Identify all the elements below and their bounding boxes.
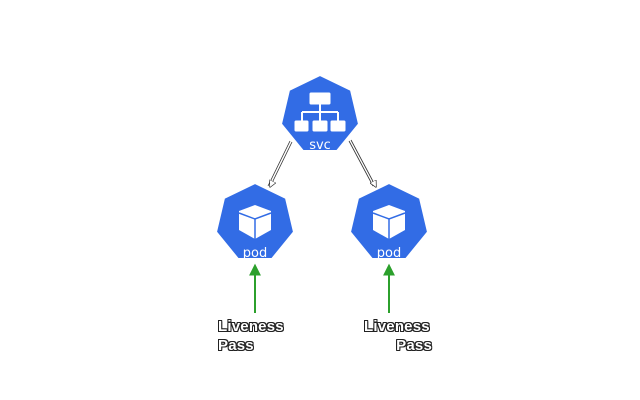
edge-svc-to-pod-right (348, 139, 376, 187)
pod-right-label: pod (377, 246, 401, 261)
pod-node-left[interactable]: pod (214, 181, 296, 261)
service-network-icon (294, 92, 346, 132)
pod-cube-icon (372, 205, 406, 239)
edge-svc-to-pod-left (267, 140, 293, 187)
svc-node[interactable]: svc (279, 73, 361, 153)
probe-label-right: Liveness Pass (364, 317, 432, 355)
probe-label-left: Liveness Pass (218, 317, 284, 355)
probe-left-line2: Pass (218, 337, 254, 354)
pod-node-right[interactable]: pod (348, 181, 430, 261)
svc-label: svc (309, 138, 331, 153)
pod-cube-icon (238, 205, 272, 239)
probe-right-line2: Pass (396, 337, 432, 354)
probe-right-line1: Liveness (364, 318, 430, 335)
probe-left-line1: Liveness (218, 318, 284, 335)
pod-left-label: pod (243, 246, 267, 261)
